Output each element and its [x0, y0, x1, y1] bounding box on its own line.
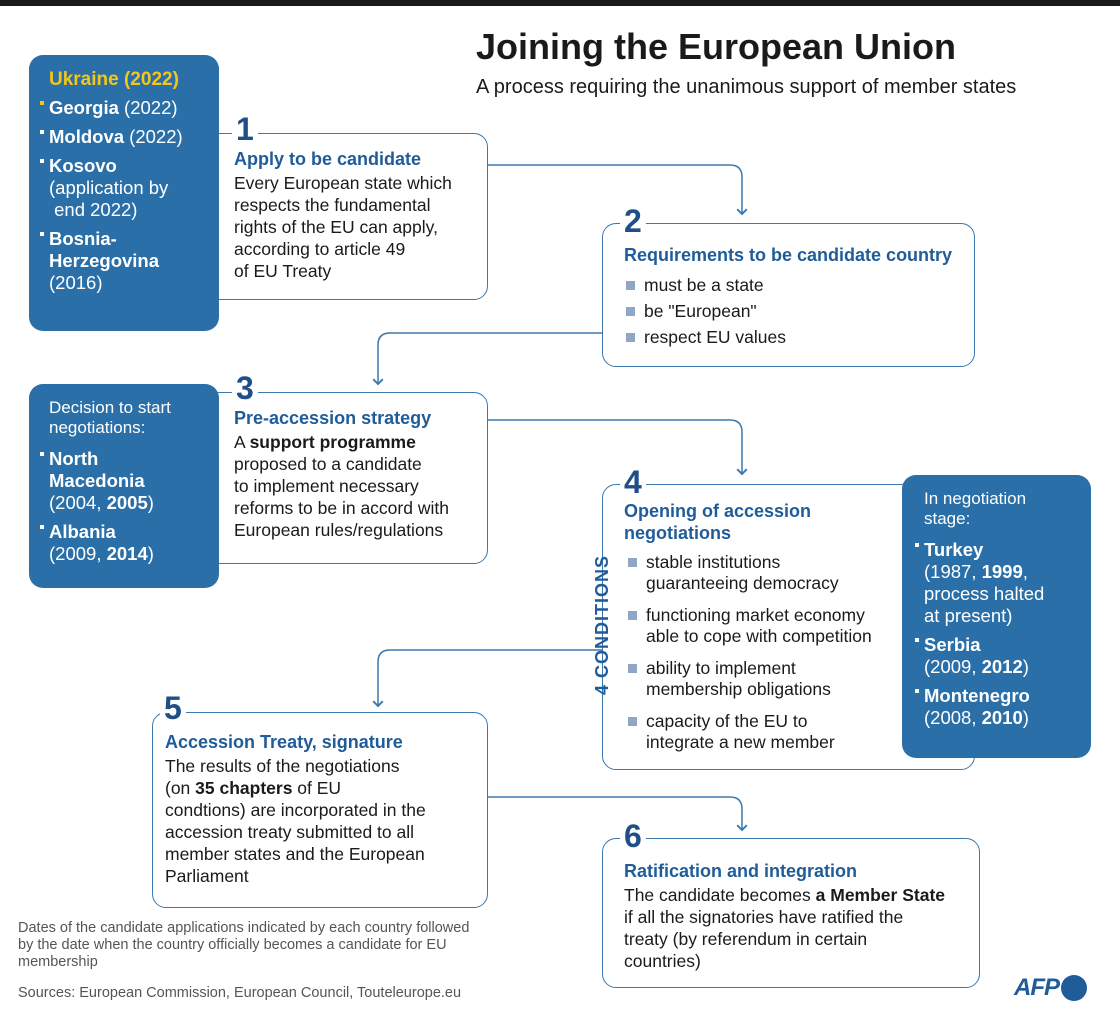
afp-logo: AFP — [1014, 972, 1087, 1004]
step-6-box — [602, 838, 980, 988]
step-1-heading: Apply to be candidate — [234, 149, 422, 169]
step-1-number: 1 — [232, 113, 258, 145]
arrow-1-to-2 — [488, 164, 748, 216]
arrow-2-to-3 — [372, 332, 602, 386]
list-item: Kosovo(application by end 2022) — [40, 155, 201, 221]
list-item: Albania(2009, 2014) — [40, 521, 201, 565]
conditions-label: 4 CONDITIONS — [592, 554, 612, 695]
step-4-heading: Opening of accession negotiations — [624, 501, 812, 543]
afp-dot-icon — [1061, 975, 1087, 1001]
step-2-box — [602, 223, 975, 367]
step-3-heading: Pre-accession strategy — [234, 408, 432, 428]
arrow-5-to-6 — [488, 796, 748, 832]
highlight-country: Ukraine (2022) — [49, 69, 179, 90]
arrow-4-to-5 — [372, 649, 602, 708]
list-item: be "European" — [624, 301, 964, 322]
list-item: must be a state — [624, 275, 964, 296]
list-item: Serbia(2009, 2012) — [915, 634, 1073, 678]
step-2-requirements-list: must be a state be "European" respect EU… — [624, 275, 964, 353]
step-2-number: 2 — [620, 205, 646, 237]
step-6-text: The candidate becomes a Member State if … — [624, 885, 946, 971]
list-item: Georgia (2022) — [40, 97, 201, 119]
step-6-heading: Ratification and integration — [624, 861, 858, 881]
top-rule — [0, 0, 1120, 6]
candidates-panel: Ukraine (2022) Georgia (2022) Moldova (2… — [29, 55, 219, 331]
step-4-number: 4 — [620, 466, 646, 498]
footnote: Dates of the candidate applications indi… — [18, 920, 470, 970]
arrow-3-to-4 — [488, 419, 748, 476]
page-subtitle: A process requiring the unanimous suppor… — [476, 76, 1017, 98]
step-2-heading: Requirements to be candidate country — [624, 245, 953, 265]
step-3-text: A support programme proposed to a candid… — [234, 432, 449, 540]
list-item: Bosnia-Herzegovina(2016) — [40, 228, 201, 294]
step-5-heading: Accession Treaty, signature — [165, 732, 403, 752]
step-1-text: Every European state which respects the … — [234, 173, 452, 281]
list-item: Moldova (2022) — [40, 126, 201, 148]
step-5-number: 5 — [160, 692, 186, 724]
page-title: Joining the European Union — [476, 26, 956, 67]
step-5-text: The results of the negotiations (on 35 c… — [165, 756, 426, 886]
list-item: Montenegro(2008, 2010) — [915, 685, 1073, 729]
step-3-number: 3 — [232, 372, 258, 404]
sources-credit: Sources: European Commission, European C… — [18, 985, 462, 1001]
step-5-box — [152, 712, 488, 908]
list-item: respect EU values — [624, 327, 964, 348]
step-6-number: 6 — [620, 820, 646, 852]
step-1-box — [205, 133, 488, 300]
